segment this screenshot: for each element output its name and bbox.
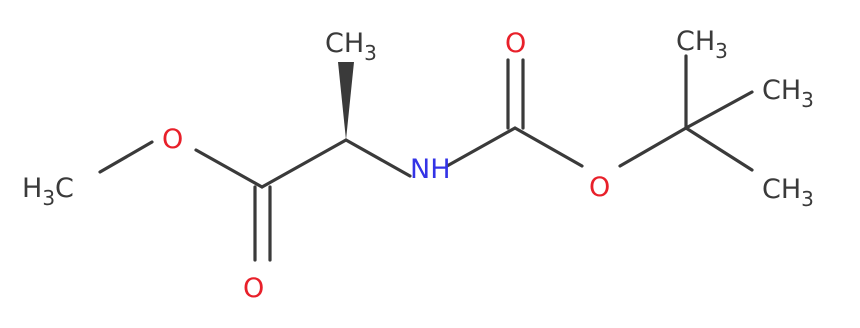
bond-methyl-oester xyxy=(98,140,154,174)
label-ch3-right-mid: CH3 xyxy=(762,75,814,112)
wedge-bond-calpha-ch3 xyxy=(338,62,354,140)
bond-ccarbamate-osingle xyxy=(513,126,584,168)
bond-n-ccarbamate xyxy=(445,126,517,168)
label-o-ester-carbonyl: O xyxy=(243,273,264,304)
label-ch3-top: CH3 xyxy=(325,28,377,65)
label-nh: NH xyxy=(410,154,451,185)
label-o-ester-single: O xyxy=(162,124,183,155)
label-h3c-left: H3C xyxy=(22,173,74,210)
bond-cquat-ch3right xyxy=(684,90,754,130)
label-ch3-right-top: CH3 xyxy=(676,26,728,63)
bond-layer xyxy=(98,54,754,262)
bond-cquat-ch3bottom xyxy=(684,126,754,172)
label-o-carbamate-single: O xyxy=(589,172,610,203)
label-o-carbamate-carbonyl: O xyxy=(505,28,526,59)
bond-ccarbonyl-calpha xyxy=(260,138,348,189)
bond-osingle-cquat xyxy=(618,126,688,168)
bond-oester-ccarbonyl xyxy=(194,148,264,189)
bond-calpha-n xyxy=(344,138,412,178)
label-ch3-right-bottom: CH3 xyxy=(762,174,814,211)
label-layer: CH3 H3C O O NH O O CH3 CH3 xyxy=(22,26,814,304)
